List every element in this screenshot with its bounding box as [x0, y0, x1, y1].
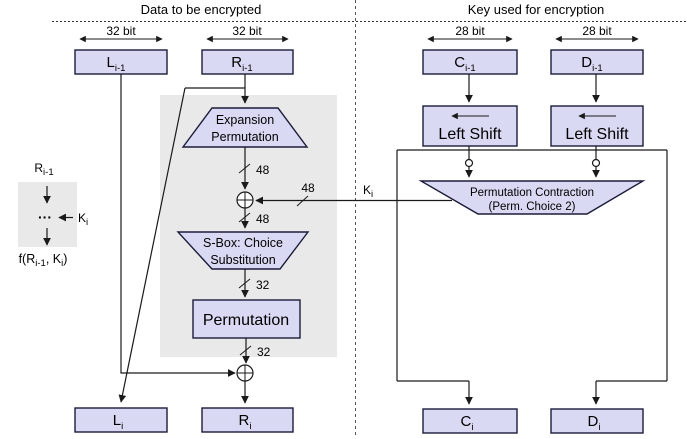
bit-width-label-d: 28 bit	[582, 24, 612, 38]
register-c-next-label: Ci	[461, 413, 474, 433]
bus-width-48a: 48	[256, 163, 270, 177]
register-c-prev	[422, 49, 518, 75]
register-r-next-label: Ri	[239, 412, 252, 432]
bus-tick-48c	[238, 212, 251, 223]
left-shift-d-label: Left Shift	[565, 126, 629, 143]
key-wire-label: Ki	[363, 183, 373, 200]
register-r-prev-label: Ri-1	[231, 54, 252, 74]
perm-contraction-label-2: (Perm. Choice 2)	[489, 201, 576, 213]
register-l-next	[74, 407, 168, 433]
left-shift-c-label: Left Shift	[438, 126, 502, 143]
perm-contraction-label-1: Permutation Contraction	[470, 187, 594, 199]
left-shift-c-block	[422, 105, 518, 147]
legend-key-label: Ki	[78, 211, 88, 228]
right-section-title: Key used for encryption	[468, 2, 605, 17]
branch-node-d-icon	[591, 158, 601, 168]
register-d-prev	[550, 49, 644, 75]
register-l-next-label: Li	[113, 412, 123, 432]
legend-input-label: Ri-1	[34, 161, 53, 178]
register-d-prev-label: Di-1	[581, 54, 602, 74]
sbox-label-1: S-Box: Choice	[203, 236, 283, 250]
register-c-prev-label: Ci-1	[454, 54, 475, 74]
bus-width-48c: 48	[256, 212, 270, 226]
bit-width-label-c: 28 bit	[455, 24, 485, 38]
sbox-block	[176, 231, 310, 270]
legend-output-label: f(Ri-1, Ki)	[19, 252, 68, 269]
bus-tick-48a	[238, 163, 251, 174]
bus-width-32b: 32	[257, 345, 271, 359]
wire-l-to-xor	[120, 74, 236, 377]
wire-r-to-l-next	[118, 87, 186, 403]
bit-width-label-r: 32 bit	[232, 24, 262, 38]
perm-contraction-block	[418, 180, 646, 215]
permutation-block	[192, 299, 301, 339]
permutation-label: Permutation	[203, 312, 289, 329]
branch-node-c-icon	[464, 158, 474, 168]
register-l-prev	[74, 49, 168, 75]
bus-tick-32a	[238, 278, 251, 289]
register-d-next	[550, 408, 644, 434]
legend-dots: ···	[38, 209, 52, 225]
expansion-label-2: Permutation	[211, 130, 278, 144]
bus-width-48b: 48	[301, 181, 315, 195]
expansion-permutation-block	[181, 107, 309, 148]
register-r-prev	[201, 49, 294, 75]
expansion-label-1: Expansion	[216, 113, 274, 127]
register-c-next	[422, 408, 518, 434]
bit-width-label-l: 32 bit	[106, 24, 136, 38]
left-shift-d-block	[550, 105, 644, 147]
bus-tick-32b	[239, 345, 252, 356]
left-section-title: Data to be encrypted	[141, 2, 262, 17]
sbox-label-2: Substitution	[210, 253, 275, 267]
bus-width-32a: 32	[256, 278, 270, 292]
register-r-next	[201, 407, 294, 433]
register-l-prev-label: Li-1	[107, 54, 126, 74]
bus-tick-48b	[296, 195, 309, 207]
register-d-next-label: Di	[588, 413, 601, 433]
